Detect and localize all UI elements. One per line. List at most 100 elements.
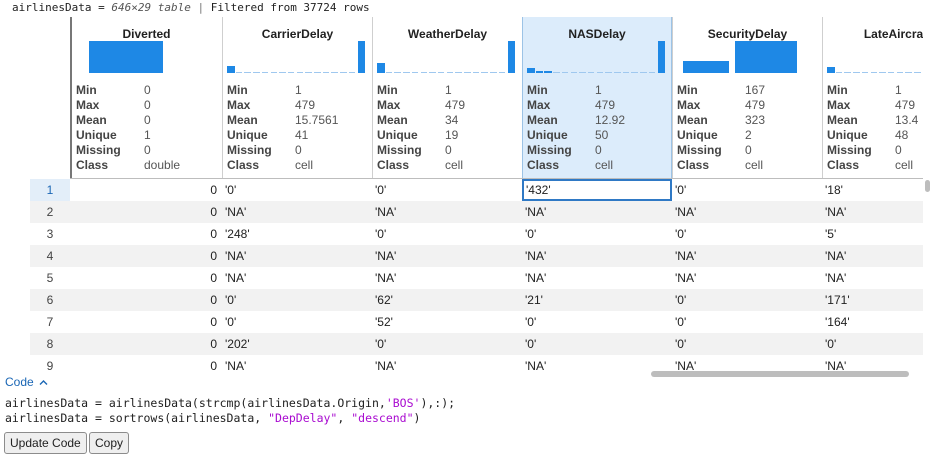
table-cell[interactable]: '62' (375, 293, 393, 307)
table-cell[interactable]: 'NA' (825, 205, 847, 219)
row-number[interactable]: 2 (46, 205, 54, 219)
table-cell[interactable]: 0 (210, 271, 217, 285)
table-cell[interactable]: '164' (825, 315, 850, 329)
table-cell[interactable]: '0' (375, 337, 387, 351)
table-cell[interactable]: 0 (210, 183, 217, 197)
table-cell[interactable]: 0 (210, 359, 217, 370)
table-cell[interactable]: 'NA' (525, 249, 547, 263)
histogram-bar (244, 72, 251, 73)
table-cell[interactable]: 0 (210, 337, 217, 351)
row-number[interactable]: 5 (46, 271, 54, 285)
table-cell[interactable]: 'NA' (825, 249, 847, 263)
table-row[interactable]: 2 0 'NA' 'NA' 'NA' 'NA' 'NA' (30, 201, 923, 223)
table-row[interactable]: 8 0 '202' '0' '0' '0' '0' (30, 333, 923, 355)
table-cell[interactable]: 'NA' (525, 205, 547, 219)
table-cell[interactable]: 'NA' (525, 359, 547, 370)
row-number[interactable]: 6 (46, 293, 54, 307)
table-cell[interactable]: '0' (825, 337, 837, 351)
histogram-bar (735, 41, 797, 73)
table-cell[interactable]: 'NA' (375, 359, 397, 370)
table-cell[interactable]: 0 (210, 227, 217, 241)
table-cell[interactable]: 0 (210, 315, 217, 329)
histogram-bar (896, 72, 904, 73)
copy-button[interactable]: Copy (89, 432, 130, 454)
row-number[interactable]: 9 (46, 359, 54, 370)
row-number[interactable]: 8 (46, 337, 54, 351)
code-section-toggle[interactable]: Code (5, 375, 48, 389)
table-cell[interactable]: 0 (210, 249, 217, 263)
histogram-bar (235, 72, 243, 73)
table-cell[interactable]: 'NA' (225, 359, 247, 370)
table-cell[interactable]: '18' (825, 183, 843, 197)
table-cell[interactable]: 0 (210, 205, 217, 219)
table-cell[interactable]: 'NA' (375, 271, 397, 285)
table-cell[interactable]: '0' (675, 293, 687, 307)
table-cell[interactable]: '171' (825, 293, 850, 307)
table-cell[interactable]: 'NA' (675, 205, 697, 219)
table-cell[interactable]: 'NA' (675, 359, 697, 370)
table-cell[interactable]: '0' (675, 315, 687, 329)
histogram-bar (535, 71, 544, 73)
stat-value: 1 (595, 83, 602, 97)
table-cell[interactable]: '248' (225, 227, 250, 241)
table-cell[interactable]: '0' (675, 183, 687, 197)
histogram-bar (648, 72, 656, 73)
row-number[interactable]: 1 (30, 179, 70, 201)
table-cell[interactable]: '0' (225, 293, 237, 307)
stat-value: 0 (295, 143, 302, 157)
table-cell[interactable]: 0 (210, 293, 217, 307)
table-cell[interactable]: 'NA' (675, 271, 697, 285)
active-cell[interactable]: '432' (522, 179, 672, 201)
table-cell[interactable]: 'NA' (375, 249, 397, 263)
table-cell[interactable]: 'NA' (675, 249, 697, 263)
row-number[interactable]: 3 (46, 227, 54, 241)
table-row[interactable]: 9 0 'NA' 'NA' 'NA' 'NA' 'NA' (30, 355, 923, 370)
table-row[interactable]: 7 0 '0' '52' '0' '0' '164' (30, 311, 923, 333)
table-cell[interactable]: 'NA' (225, 249, 247, 263)
stat-value: 479 (445, 98, 466, 112)
horizontal-scrollbar[interactable] (651, 371, 909, 377)
update-code-button[interactable]: Update Code (4, 432, 87, 454)
table-cell[interactable]: '0' (675, 227, 687, 241)
table-cell[interactable]: 'NA' (225, 271, 247, 285)
table-cell[interactable]: '0' (225, 315, 237, 329)
table-row[interactable]: 5 0 'NA' 'NA' 'NA' 'NA' 'NA' (30, 267, 923, 289)
vertical-scrollbar[interactable] (925, 180, 930, 192)
table-cell[interactable]: '0' (375, 227, 387, 241)
stat-value: 0 (445, 143, 452, 157)
stat-value: 1 (445, 83, 452, 97)
table-cell[interactable]: 'NA' (825, 271, 847, 285)
table-cell[interactable]: 'NA' (525, 271, 547, 285)
table-cell[interactable]: '52' (375, 315, 393, 329)
table-cell[interactable]: '21' (525, 293, 543, 307)
table-cell[interactable]: '0' (525, 315, 537, 329)
row-number[interactable]: 7 (46, 315, 54, 329)
table-row[interactable]: 3 0 '248' '0' '0' '0' '5' (30, 223, 923, 245)
table-cell[interactable]: '0' (375, 183, 387, 197)
table-cell[interactable]: 'NA' (825, 359, 847, 370)
stat-value: 479 (895, 98, 916, 112)
table-cell[interactable]: '0' (525, 227, 537, 241)
row-number[interactable]: 4 (46, 249, 54, 263)
table-cell[interactable]: 'NA' (225, 205, 247, 219)
table-cell[interactable]: 'NA' (375, 205, 397, 219)
table-cell[interactable]: '5' (825, 227, 837, 241)
table-cell[interactable]: '0' (675, 337, 687, 351)
table-cell[interactable]: '0' (225, 183, 237, 197)
table-cell[interactable]: '0' (525, 337, 537, 351)
table-row[interactable]: 4 0 'NA' 'NA' 'NA' 'NA' 'NA' (30, 245, 923, 267)
table-row[interactable]: 6 0 '0' '62' '21' '0' '171' (30, 289, 923, 311)
table-cell[interactable]: '202' (225, 337, 250, 351)
column-header-lateaircraft[interactable]: LateAircraftMin1Max479Mean13.4Unique48Mi… (822, 17, 923, 179)
